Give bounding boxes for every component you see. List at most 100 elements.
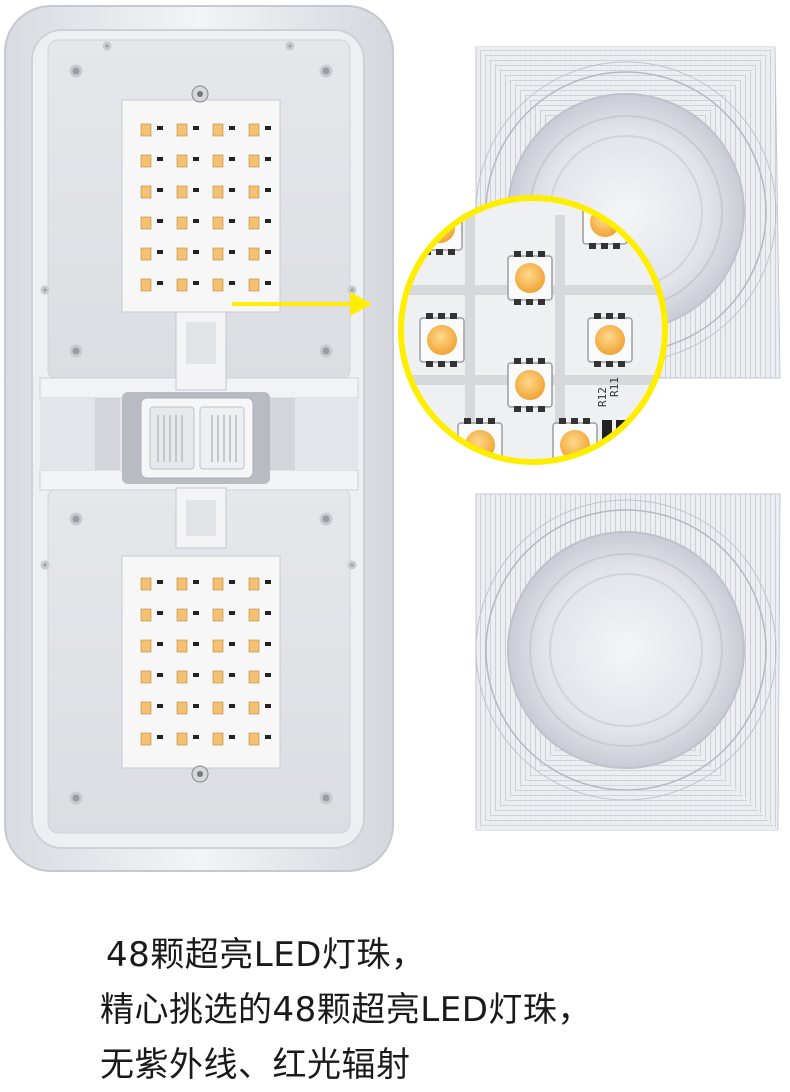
led-chip bbox=[176, 608, 188, 622]
led-chip bbox=[248, 732, 260, 746]
smd-component bbox=[229, 673, 235, 677]
smd-component bbox=[229, 281, 235, 285]
led-chip bbox=[140, 577, 152, 591]
smd-component bbox=[157, 188, 163, 192]
led-chip bbox=[212, 216, 224, 230]
smd-component bbox=[157, 219, 163, 223]
led-board-lower bbox=[121, 555, 281, 783]
smd-component bbox=[265, 611, 271, 615]
led-chip bbox=[140, 732, 152, 746]
product-photo: R12 R11 bbox=[4, 5, 781, 872]
led-chip bbox=[176, 154, 188, 168]
smd-component bbox=[265, 126, 271, 130]
smd-component bbox=[157, 126, 163, 130]
led-chip bbox=[140, 701, 152, 715]
smd-component bbox=[229, 126, 235, 130]
led-chip bbox=[212, 154, 224, 168]
smd-component bbox=[193, 281, 199, 285]
smd-component bbox=[193, 673, 199, 677]
magnified-led-view: R12 R11 bbox=[398, 195, 668, 465]
smd-component bbox=[265, 157, 271, 161]
led-phosphor bbox=[515, 263, 545, 293]
led-chip bbox=[248, 639, 260, 653]
smd-component bbox=[265, 642, 271, 646]
rocker-switch bbox=[122, 392, 270, 484]
led-chip bbox=[212, 185, 224, 199]
led-chip bbox=[176, 278, 188, 292]
led-chip bbox=[248, 608, 260, 622]
led-chip bbox=[176, 732, 188, 746]
led-chip bbox=[248, 278, 260, 292]
led-chip bbox=[248, 247, 260, 261]
smd-component bbox=[229, 642, 235, 646]
smd-component bbox=[193, 642, 199, 646]
caption-block: 48颗超亮LED灯珠， 精心挑选的48颗超亮LED灯珠， 无紫外线、红光辐射 bbox=[0, 900, 790, 1092]
led-chip bbox=[176, 185, 188, 199]
smd-component bbox=[265, 704, 271, 708]
smd-component bbox=[157, 704, 163, 708]
smd-component bbox=[229, 611, 235, 615]
led-chip bbox=[140, 670, 152, 684]
smd-component bbox=[157, 281, 163, 285]
led-chip bbox=[176, 577, 188, 591]
led-chip bbox=[248, 577, 260, 591]
wire-connectors bbox=[175, 309, 227, 549]
led-chip bbox=[248, 123, 260, 137]
smd-component bbox=[265, 281, 271, 285]
smd-component bbox=[193, 126, 199, 130]
led-phosphor bbox=[515, 370, 545, 400]
led-chip bbox=[248, 216, 260, 230]
smd-component bbox=[193, 580, 199, 584]
led-chip bbox=[140, 185, 152, 199]
led-chip bbox=[140, 216, 152, 230]
smd-component bbox=[193, 735, 199, 739]
smd-component bbox=[265, 673, 271, 677]
led-chip bbox=[176, 701, 188, 715]
led-chip bbox=[212, 639, 224, 653]
led-chip bbox=[140, 608, 152, 622]
led-chip bbox=[212, 732, 224, 746]
label-r12: R12 bbox=[596, 387, 609, 407]
led-chip bbox=[140, 247, 152, 261]
led-chip bbox=[212, 701, 224, 715]
mounting-holes bbox=[40, 41, 357, 805]
led-chip bbox=[212, 278, 224, 292]
led-chip bbox=[248, 670, 260, 684]
led-chip bbox=[212, 247, 224, 261]
smd-component bbox=[229, 250, 235, 254]
led-board-upper bbox=[121, 85, 281, 313]
smd-component bbox=[229, 188, 235, 192]
led-chip bbox=[176, 123, 188, 137]
led-chip bbox=[140, 123, 152, 137]
smd-component bbox=[265, 580, 271, 584]
smd-component bbox=[193, 157, 199, 161]
smd-component bbox=[229, 219, 235, 223]
led-chip bbox=[248, 701, 260, 715]
smd-component bbox=[193, 250, 199, 254]
smd-component bbox=[265, 735, 271, 739]
smd-component bbox=[157, 250, 163, 254]
smd-component bbox=[157, 642, 163, 646]
smd-component bbox=[157, 735, 163, 739]
led-chip bbox=[140, 639, 152, 653]
smd-component bbox=[229, 580, 235, 584]
led-phosphor bbox=[427, 325, 457, 355]
led-chip bbox=[140, 278, 152, 292]
led-chip bbox=[248, 154, 260, 168]
led-chip bbox=[176, 247, 188, 261]
smd-component bbox=[157, 157, 163, 161]
led-chip bbox=[140, 154, 152, 168]
led-phosphor bbox=[595, 325, 625, 355]
led-chip bbox=[212, 123, 224, 137]
label-r11: R11 bbox=[608, 377, 621, 397]
smd-component bbox=[193, 188, 199, 192]
led-chip bbox=[212, 670, 224, 684]
led-chip bbox=[212, 608, 224, 622]
caption-line-3: 无紫外线、红光辐射 bbox=[100, 1045, 411, 1085]
led-chip bbox=[176, 216, 188, 230]
smd-component bbox=[193, 611, 199, 615]
smd-component bbox=[193, 219, 199, 223]
smd-component bbox=[193, 704, 199, 708]
smd-component bbox=[229, 735, 235, 739]
smd-component bbox=[157, 580, 163, 584]
